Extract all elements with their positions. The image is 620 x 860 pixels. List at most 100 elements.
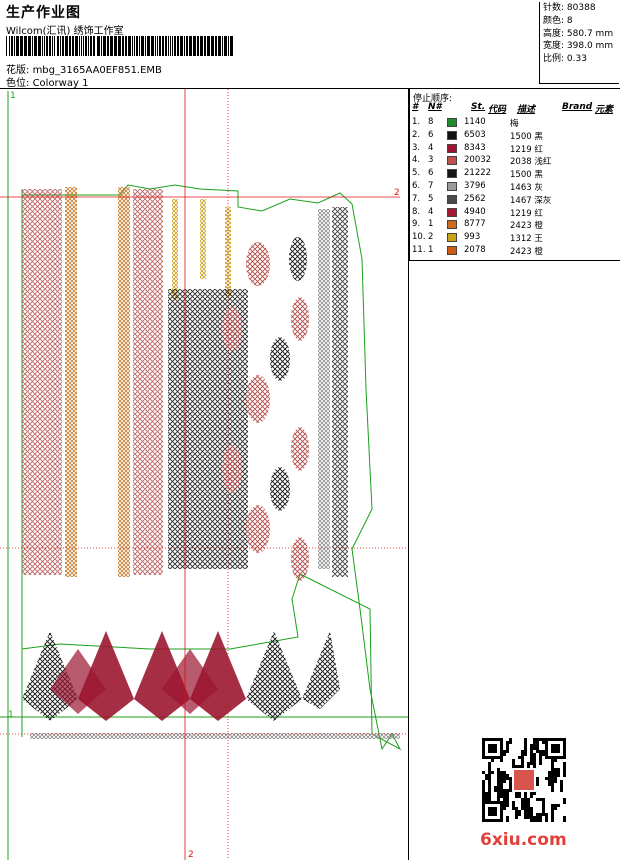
- row-code: 21222: [464, 168, 492, 179]
- software-subtitle: Wilcom(汇讯) 绣饰工作室: [6, 26, 124, 37]
- row-desc: 1500 黑: [510, 131, 543, 142]
- row-needle: 4: [428, 142, 434, 153]
- vase-motif: [246, 505, 270, 553]
- row-desc: 2038 浅红: [510, 157, 552, 168]
- row-desc: 1463 灰: [510, 183, 543, 193]
- row-desc: 1219 红: [510, 144, 543, 155]
- orange-border-2: [118, 187, 130, 577]
- legend-row: 7. 5 2562 1467 深灰: [410, 194, 620, 206]
- stat-colors: 颜色: 8: [543, 15, 573, 26]
- frame-divider: [0, 88, 620, 89]
- vase-motif: [222, 445, 242, 493]
- legend-title: 停止顺序:: [413, 94, 453, 104]
- guide-mark-corner: 1: [10, 91, 16, 101]
- embroidery-design-canvas: 2 1 2 1: [0, 89, 408, 860]
- vase-motif: [246, 242, 270, 286]
- color-swatch: [447, 118, 457, 127]
- guide-mark-top: 2: [394, 188, 400, 198]
- hem-stitch-band: [30, 733, 400, 739]
- black-diamond-motif: [270, 337, 290, 381]
- vase-motif: [246, 375, 270, 423]
- col-header-desc: 描述: [517, 105, 536, 115]
- stat-stitches: 针数: 80388: [543, 3, 596, 13]
- row-needle: 5: [428, 193, 434, 204]
- color-swatch: [447, 220, 457, 230]
- vase-motif: [222, 307, 242, 351]
- orange-border-1: [65, 187, 77, 577]
- row-code: 4940: [464, 206, 486, 217]
- row-needle: 7: [428, 181, 434, 191]
- row-num: 9.: [412, 219, 421, 230]
- stat-scale: 比例: 0.33: [543, 54, 587, 65]
- qr-code: [482, 738, 566, 822]
- row-desc: 1500 黑: [510, 170, 543, 181]
- yellow-tassel-2: [200, 199, 206, 279]
- row-code: 3796: [464, 181, 486, 191]
- row-code: 1140: [464, 117, 486, 127]
- color-swatch: [447, 143, 457, 153]
- colorway-name: Colorway 1: [32, 78, 89, 89]
- row-needle: 6: [428, 129, 434, 140]
- row-needle: 4: [428, 206, 434, 217]
- row-code: 8777: [464, 219, 486, 230]
- row-desc: 1312 王: [510, 234, 543, 245]
- colorway-line: 色位: Colorway 1: [6, 74, 88, 89]
- vase-motif: [291, 427, 309, 471]
- col-header-n: N#: [428, 102, 442, 112]
- col-header-element: 元素: [595, 105, 614, 115]
- row-desc: 2423 橙: [510, 247, 543, 257]
- grey-column: [318, 209, 330, 569]
- row-num: 3.: [412, 142, 421, 153]
- legend-row: 9. 1 8777 2423 橙: [410, 219, 620, 231]
- row-desc: 2423 橙: [510, 221, 543, 232]
- col-header-code: 代码: [488, 105, 507, 115]
- vase-motif: [291, 537, 309, 581]
- floral-strip-left: [22, 189, 62, 575]
- black-diamond-motif: [289, 237, 307, 281]
- row-code: 2562: [464, 193, 486, 204]
- row-num: 2.: [412, 129, 421, 140]
- row-desc: 1467 深灰: [510, 195, 552, 206]
- col-header-st: St.: [471, 102, 486, 112]
- row-num: 10.: [412, 232, 426, 243]
- row-code: 6503: [464, 129, 486, 140]
- row-needle: 6: [428, 168, 434, 179]
- right-black-border: [332, 207, 348, 577]
- file-label: 花版:: [6, 65, 30, 76]
- floral-strip-mid: [133, 189, 163, 575]
- legend-row: 6. 7 3796 1463 灰: [410, 181, 620, 193]
- row-desc: 1219 红: [510, 208, 543, 219]
- colorway-label: 色位:: [6, 78, 30, 89]
- row-code: 993: [464, 232, 481, 243]
- row-code: 2078: [464, 245, 486, 255]
- row-num: 7.: [412, 193, 421, 204]
- row-desc: 梅: [510, 119, 519, 129]
- row-needle: 1: [428, 219, 434, 230]
- row-num: 4.: [412, 155, 421, 166]
- diamond-hem-band: [22, 631, 340, 721]
- color-swatch: [447, 246, 457, 255]
- color-swatch: [447, 207, 457, 217]
- panel-divider: [408, 89, 409, 860]
- color-swatch: [447, 194, 457, 204]
- row-num: 6.: [412, 181, 421, 191]
- legend-row: 2. 6 6503 1500 黑: [410, 130, 620, 142]
- col-header-num: #: [412, 102, 419, 112]
- site-watermark: 6xiu.com: [480, 830, 567, 850]
- yellow-tassel-1: [172, 199, 178, 299]
- row-needle: 1: [428, 245, 434, 255]
- row-needle: 3: [428, 155, 434, 166]
- row-needle: 2: [428, 232, 434, 243]
- stat-height: 高度: 580.7 mm: [543, 28, 614, 39]
- guide-mark-bottom: 2: [188, 850, 194, 860]
- stat-width: 宽度: 398.0 mm: [543, 41, 614, 52]
- stats-panel: 针数: 80388 颜色: 8 高度: 580.7 mm 宽度: 398.0 m…: [539, 2, 619, 84]
- color-swatch: [447, 233, 457, 243]
